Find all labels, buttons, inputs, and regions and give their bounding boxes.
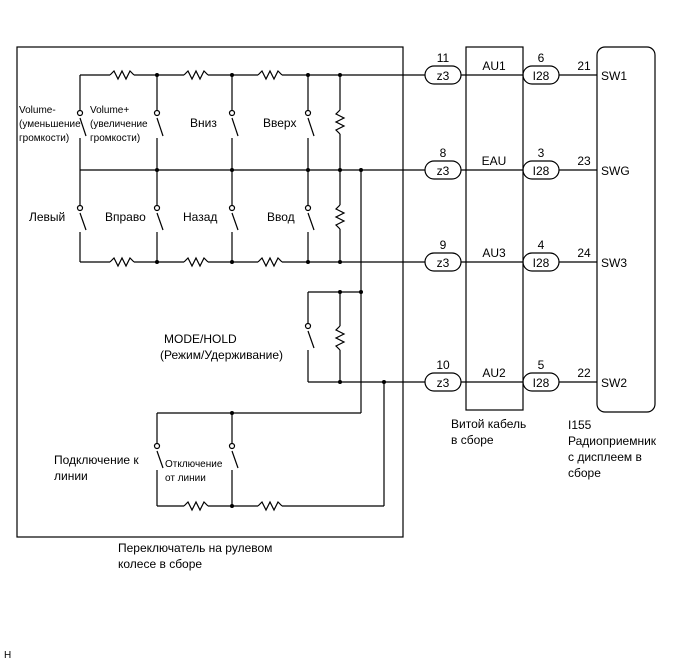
right-pin-label: 24 [577, 246, 591, 260]
left-conn-label: z3 [437, 376, 450, 390]
mid-conn-label: I28 [533, 256, 550, 270]
off-hook-label: Отключение [165, 459, 223, 470]
resistor [257, 257, 283, 267]
signal-label: AU3 [482, 246, 506, 260]
on-hook-label: Подключение к [54, 453, 139, 467]
right-pin-label: 22 [577, 366, 591, 380]
on-hook-label: линии [54, 469, 88, 483]
volume-minus-label: Volume- [19, 105, 56, 116]
mode-hold-circuit [304, 170, 425, 413]
resistor [109, 70, 135, 80]
mid-conn-label: I28 [533, 376, 550, 390]
volume-plus-label: (увеличение [90, 119, 148, 130]
mid-conn-label: I28 [533, 164, 550, 178]
resistor [183, 501, 209, 511]
resistor [183, 257, 209, 267]
right-pin-label: 21 [577, 59, 591, 73]
spiral-cable-label: Витой кабель [451, 417, 526, 431]
right-label: Вправо [105, 210, 146, 224]
connector-row-3 [424, 252, 597, 272]
ladder-top [80, 70, 425, 80]
off-hook-label: от линии [165, 473, 206, 484]
receiver-id: I155 [568, 418, 592, 432]
assembly-label: Переключатель на рулевом [118, 541, 272, 555]
phone-circuit [153, 382, 385, 511]
down-label: Вниз [190, 116, 217, 130]
resistor [335, 325, 345, 351]
left-pin-label: 11 [437, 51, 450, 65]
resistor [335, 204, 345, 230]
mid-pin-label: 4 [538, 238, 545, 252]
connection-labels: z3 11 AU1 6 I28 21 SW1 z3 8 EAU 3 I28 23… [436, 51, 629, 390]
left-conn-label: z3 [437, 69, 450, 83]
junction-dots [155, 73, 386, 508]
left-label: Левый [29, 210, 65, 224]
back-label: Назад [183, 210, 217, 224]
mode-hold-label: MODE/HOLD [164, 332, 237, 346]
left-conn-label: z3 [437, 164, 450, 178]
assembly-label: колесе в сборе [118, 557, 202, 571]
steering-switch-assembly-box [16, 46, 404, 538]
left-pin-label: 9 [440, 238, 447, 252]
signal-label: EAU [482, 154, 507, 168]
resistor [335, 109, 345, 135]
mid-pin-label: 5 [538, 358, 545, 372]
spiral-cable-label: в сборе [451, 433, 494, 447]
receiver-label: с дисплеем в [568, 450, 642, 464]
signal-label: AU2 [482, 366, 506, 380]
footer-mark: H [4, 650, 11, 661]
signal-label: AU1 [482, 59, 506, 73]
left-pin-label: 8 [440, 146, 447, 160]
volume-minus-label: громкости) [19, 133, 69, 144]
switch-labels: Volume- (уменьшение громкости) Volume+ (… [19, 105, 296, 484]
resistor [257, 501, 283, 511]
ladder-bottom [80, 257, 425, 267]
up-label: Вверх [263, 116, 296, 130]
mode-hold-label: (Режим/Удерживание) [160, 348, 283, 362]
left-conn-label: z3 [437, 256, 450, 270]
upper-switches [76, 75, 345, 170]
volume-minus-label: (уменьшение [19, 119, 81, 130]
receiver-label: сборе [568, 466, 601, 480]
resistor [183, 70, 209, 80]
right-pin-label: 23 [577, 154, 591, 168]
lower-switches [76, 170, 345, 262]
receiver-label: Радиоприемник [568, 434, 657, 448]
mid-pin-label: 3 [538, 146, 545, 160]
spiral-cable-box [465, 46, 524, 411]
left-pin-label: 10 [436, 358, 450, 372]
right-signal-label: SW3 [601, 256, 627, 270]
right-signal-label: SW2 [601, 376, 627, 390]
right-signal-label: SW1 [601, 69, 627, 83]
right-signal-label: SWG [601, 164, 630, 178]
mid-conn-label: I28 [533, 69, 550, 83]
connector-row-1 [424, 65, 597, 85]
volume-plus-label: громкости) [90, 133, 140, 144]
resistor [109, 257, 135, 267]
radio-receiver-box [596, 46, 656, 413]
connector-row-4 [424, 372, 597, 392]
resistor [257, 70, 283, 80]
enter-label: Ввод [267, 210, 295, 224]
mid-pin-label: 6 [538, 51, 545, 65]
connector-row-2 [424, 160, 597, 180]
volume-plus-label: Volume+ [90, 105, 129, 116]
